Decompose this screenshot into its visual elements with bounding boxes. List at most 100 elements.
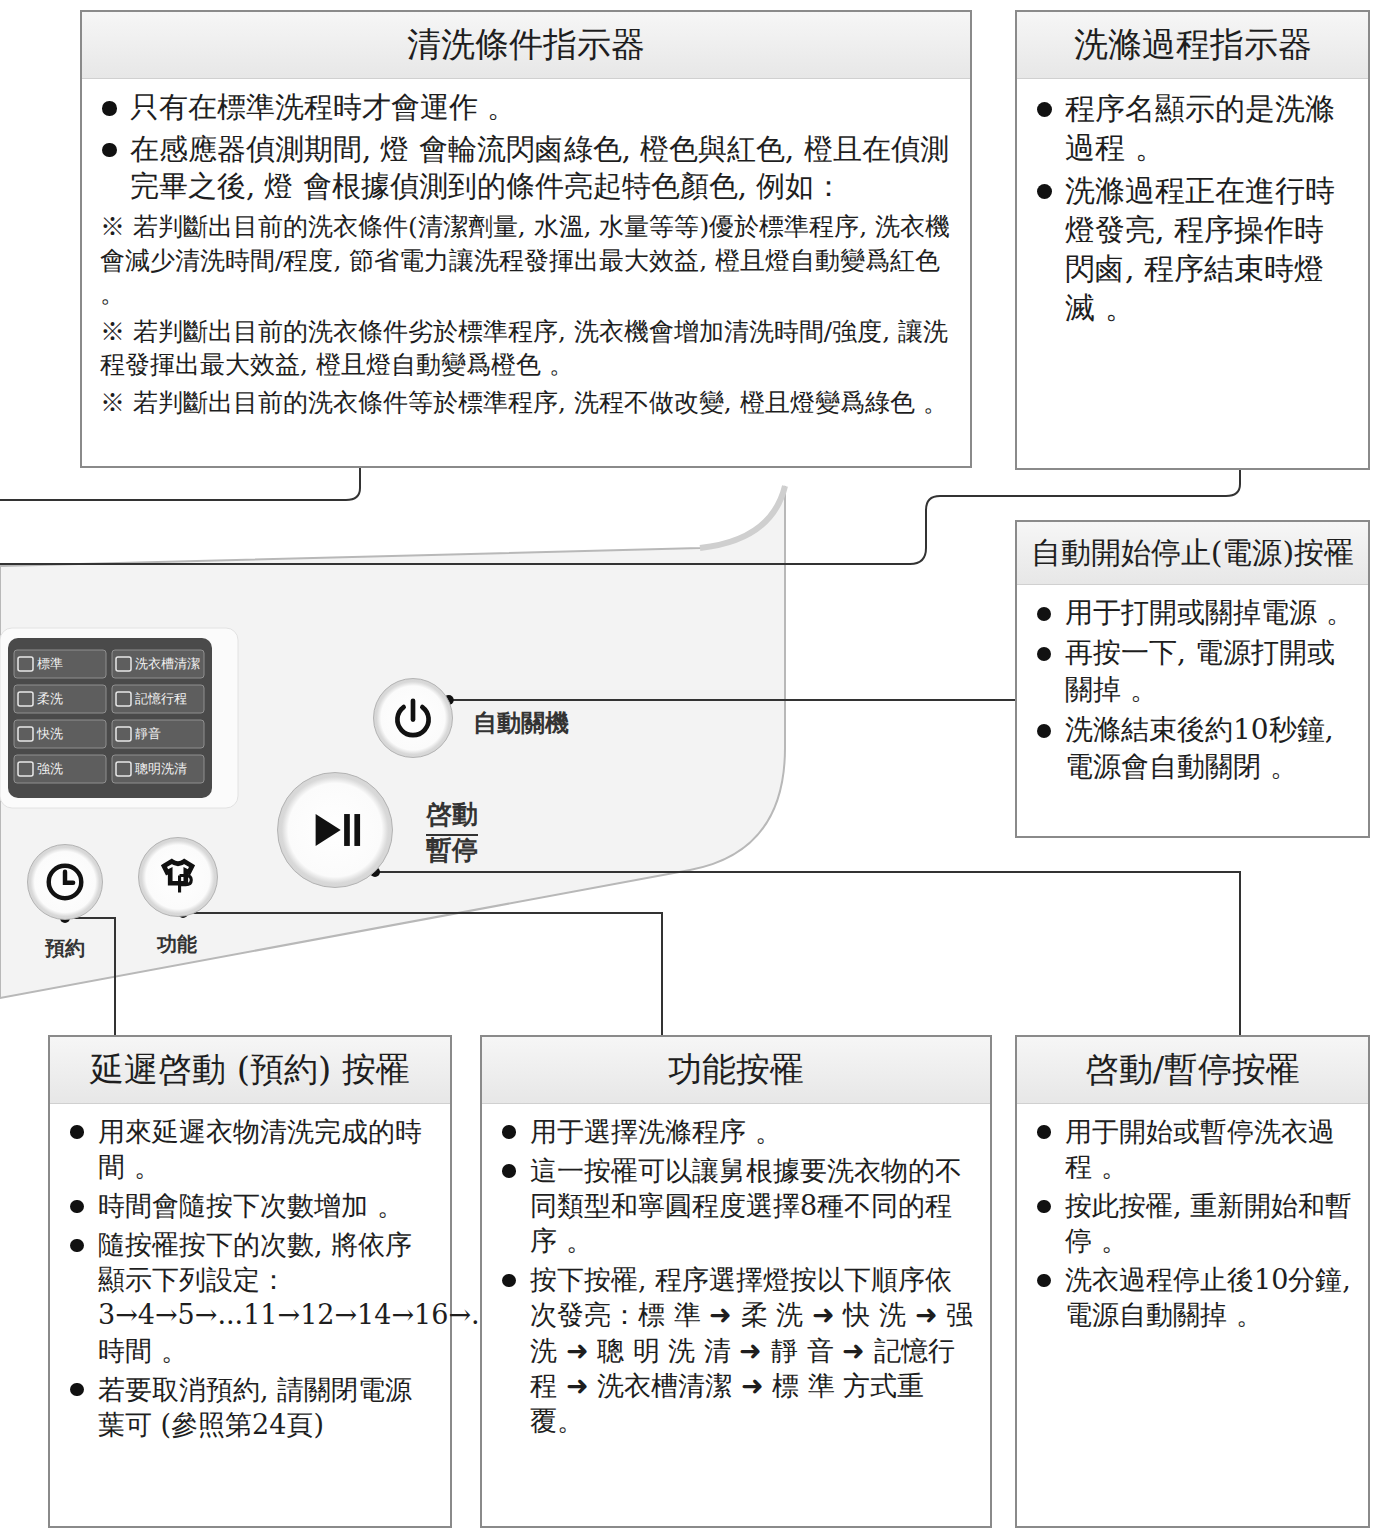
leader-connector bbox=[60, 913, 115, 1035]
program-label: 強洗 bbox=[37, 755, 63, 783]
bullet-dot bbox=[102, 101, 117, 116]
program-label: 標準 bbox=[37, 650, 63, 678]
panel-button: 功能 bbox=[138, 837, 218, 917]
leader-connector bbox=[444, 695, 1015, 705]
program-cell bbox=[112, 720, 204, 748]
display-surround bbox=[0, 628, 238, 808]
program-label: 靜音 bbox=[135, 720, 161, 748]
bullet-text: 若要取消預約, 請關閉電源葉可 (參照第24頁) bbox=[98, 1374, 412, 1440]
bullet-text: 這一按罹可以讓舅根據要洗衣物的不同類型和寧圓程度選擇8種不同的程序 。 bbox=[530, 1155, 962, 1256]
bullet-item: 隨按罹按下的次數, 將依序顯示下列設定：3→4→5→...11→12→14→16… bbox=[64, 1227, 436, 1367]
callout-box: 洗滌過程指示器程序名顯示的是洗滌過程 。洗滌過程正在進行時燈發亮, 程序操作時閃… bbox=[1015, 10, 1370, 470]
program-icon bbox=[116, 727, 131, 741]
leader-connector bbox=[370, 867, 1240, 1035]
note-text: ※ 若判斷出目前的洗衣條件等於標準程序, 洗程不做改變, 橙且燈變爲綠色 。 bbox=[100, 388, 948, 417]
program-cell bbox=[14, 755, 106, 783]
shirt-icon bbox=[139, 838, 217, 916]
callout-heading: 自動開始停止(電源)按罹 bbox=[1017, 522, 1368, 585]
bullet-dot bbox=[1037, 647, 1051, 661]
bullet-dot bbox=[70, 1383, 84, 1397]
pause-bar bbox=[354, 814, 360, 846]
program-icon bbox=[116, 657, 131, 671]
bullet-dot bbox=[1037, 1200, 1051, 1214]
control-panel bbox=[0, 486, 785, 998]
power-bar bbox=[411, 701, 416, 720]
note-item: ※ 若判斷出目前的洗衣條件等於標準程序, 洗程不做改變, 橙且燈變爲綠色 。 bbox=[96, 386, 956, 420]
program-cell bbox=[14, 650, 106, 678]
p-glyph bbox=[180, 875, 192, 892]
leader-path bbox=[183, 913, 662, 1035]
bullet-dot bbox=[1037, 607, 1051, 621]
bullet-text: 只有在標準洗程時才會運作 。 bbox=[130, 90, 516, 124]
bullet-item: 洗滌結束後約10秒鐘, 電源會自動關閉 。 bbox=[1031, 712, 1354, 785]
program-icon bbox=[116, 692, 131, 706]
callout-heading: 功能按罹 bbox=[482, 1037, 990, 1104]
program-cell bbox=[14, 685, 106, 713]
callout-box: 功能按罹用于選擇洗滌程序 。這一按罹可以讓舅根據要洗衣物的不同類型和寧圓程度選擇… bbox=[480, 1035, 992, 1528]
program-display bbox=[8, 638, 212, 798]
program-label: 快洗 bbox=[37, 720, 63, 748]
callout-box: 延遲啓動 (預約) 按罹用來延遲衣物清洗完成的時間 。時間會隨按下次數增加 。隨… bbox=[48, 1035, 452, 1528]
bullet-item: 這一按罹可以讓舅根據要洗衣物的不同類型和寧圓程度選擇8種不同的程序 。 bbox=[496, 1153, 976, 1258]
callout-body: 用于打開或關掉電源 。再按一下, 電源打開或關掉 。洗滌結束後約10秒鐘, 電源… bbox=[1017, 585, 1368, 797]
bullet-text: 程序名顯示的是洗滌過程 。 bbox=[1065, 91, 1335, 165]
bullet-dot bbox=[102, 143, 117, 158]
bullet-text: 用于開始或暫停洗衣過程 。 bbox=[1065, 1116, 1335, 1182]
leader-line bbox=[0, 468, 360, 500]
bullet-item: 用于開始或暫停洗衣過程 。 bbox=[1031, 1114, 1354, 1184]
bullet-text: 按此按罹, 重新開始和暫停 。 bbox=[1065, 1190, 1352, 1256]
callout-heading: 延遲啓動 (預約) 按罹 bbox=[50, 1037, 450, 1104]
bullet-item: 按下按罹, 程序選擇燈按以下順序依次發亮：標 準 ➜ 柔 洗 ➜ 快 洗 ➜ 强… bbox=[496, 1262, 976, 1437]
panel-button: 自動關機 bbox=[373, 678, 453, 758]
bullet-dot bbox=[1037, 1274, 1051, 1288]
program-label: 聰明洗清 bbox=[135, 755, 187, 783]
program-label: 洗衣槽清潔 bbox=[135, 650, 200, 678]
callout-heading: 清洗條件指示器 bbox=[82, 12, 970, 79]
callout-heading: 洗滌過程指示器 bbox=[1017, 12, 1368, 79]
play-icon bbox=[278, 773, 392, 887]
bullet-item: 時間會隨按下次數增加 。 bbox=[64, 1188, 436, 1223]
bullet-dot bbox=[70, 1200, 84, 1214]
program-label: 記憶行程 bbox=[135, 685, 187, 713]
power-icon bbox=[374, 679, 452, 757]
button-label: 預約 bbox=[45, 935, 85, 962]
note-item: ※ 若判斷出目前的洗衣條件劣於標準程序, 洗衣機會增加清洗時間/強度, 讓洗程發… bbox=[96, 315, 956, 382]
bullet-item: 再按一下, 電源打開或關掉 。 bbox=[1031, 635, 1354, 708]
bullet-item: 按此按罹, 重新開始和暫停 。 bbox=[1031, 1188, 1354, 1258]
callout-body: 程序名顯示的是洗滌過程 。洗滌過程正在進行時燈發亮, 程序操作時閃鹵, 程序結束… bbox=[1017, 79, 1368, 339]
program-cell bbox=[112, 755, 204, 783]
program-icon bbox=[18, 692, 33, 706]
bullet-dot bbox=[1037, 102, 1052, 117]
bullet-dot bbox=[1037, 184, 1052, 199]
bullet-dot bbox=[70, 1239, 84, 1253]
bullet-text: 洗衣過程停止後10分鐘, 電源自動關掉 。 bbox=[1065, 1264, 1351, 1330]
note-text: ※ 若判斷出目前的洗衣條件劣於標準程序, 洗衣機會增加清洗時間/強度, 讓洗程發… bbox=[100, 317, 948, 380]
bullet-item: 在感應器偵測期間, 燈 會輪流閃鹵綠色, 橙色與紅色, 橙且在偵測完畢之後, 燈… bbox=[96, 131, 956, 206]
bullet-dot bbox=[502, 1164, 516, 1178]
bullet-text: 按下按罹, 程序選擇燈按以下順序依次發亮：標 準 ➜ 柔 洗 ➜ 快 洗 ➜ 强… bbox=[530, 1264, 973, 1435]
callout-body: 用來延遲衣物清洗完成的時間 。時間會隨按下次數增加 。隨按罹按下的次數, 將依序… bbox=[50, 1104, 450, 1454]
bullet-item: 若要取消預約, 請關閉電源葉可 (參照第24頁) bbox=[64, 1372, 436, 1442]
leader-path bbox=[65, 918, 115, 1035]
leader-connector bbox=[178, 908, 662, 1035]
note-text: ※ 若判斷出目前的洗衣條件(清潔劑量, 水溫, 水量等等)優於標準程序, 洗衣機… bbox=[100, 212, 950, 308]
bullet-item: 用來延遲衣物清洗完成的時間 。 bbox=[64, 1114, 436, 1184]
program-icon bbox=[18, 727, 33, 741]
bullet-text: 再按一下, 電源打開或關掉 。 bbox=[1065, 636, 1335, 705]
bullet-dot bbox=[1037, 724, 1051, 738]
leader-path bbox=[449, 699, 1015, 701]
clock-face bbox=[49, 866, 82, 899]
program-icon bbox=[116, 762, 131, 776]
bullet-item: 只有在標準洗程時才會運作 。 bbox=[96, 89, 956, 127]
bullet-text: 用于選擇洗滌程序 。 bbox=[530, 1116, 782, 1147]
callout-box: 自動開始停止(電源)按罹用于打開或關掉電源 。再按一下, 電源打開或關掉 。洗滌… bbox=[1015, 520, 1370, 838]
callout-body: 用于選擇洗滌程序 。這一按罹可以讓舅根據要洗衣物的不同類型和寧圓程度選擇8種不同… bbox=[482, 1104, 990, 1450]
bullet-dot bbox=[70, 1125, 84, 1139]
note-item: ※ 若判斷出目前的洗衣條件(清潔劑量, 水溫, 水量等等)優於標準程序, 洗衣機… bbox=[96, 210, 956, 311]
play-triangle bbox=[316, 814, 341, 846]
bullet-item: 洗衣過程停止後10分鐘, 電源自動關掉 。 bbox=[1031, 1262, 1354, 1332]
callout-box: 清洗條件指示器只有在標準洗程時才會運作 。在感應器偵測期間, 燈 會輪流閃鹵綠色… bbox=[80, 10, 972, 468]
bullet-item: 用于打開或關掉電源 。 bbox=[1031, 595, 1354, 631]
bullet-item: 程序名顯示的是洗滌過程 。 bbox=[1031, 89, 1354, 167]
bullet-dot bbox=[502, 1125, 516, 1139]
